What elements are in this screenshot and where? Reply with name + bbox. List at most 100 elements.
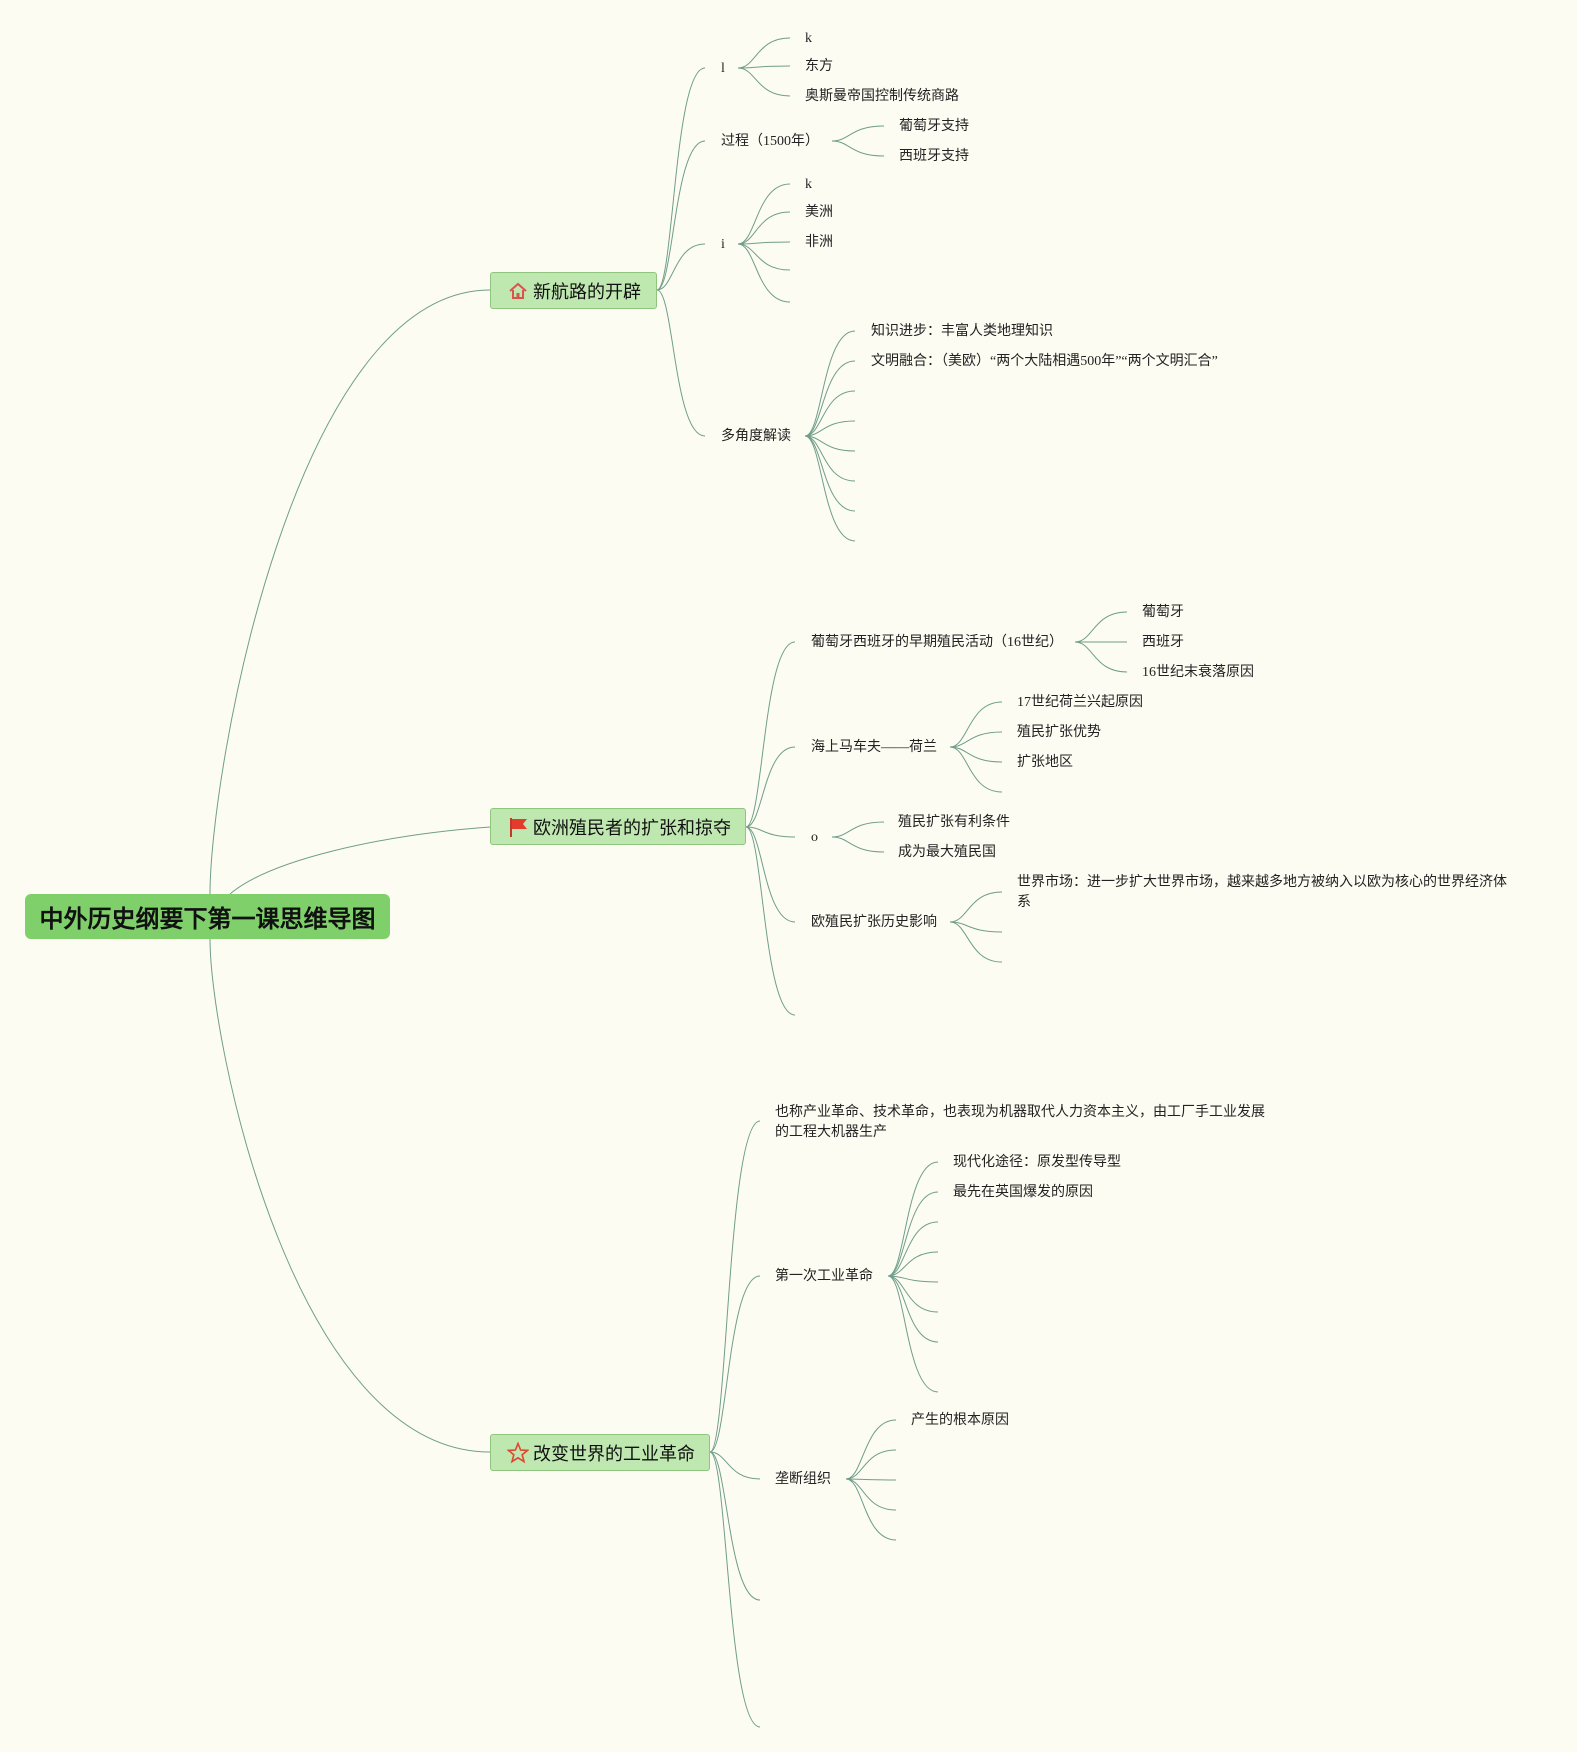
- branch-new-sea-routes[interactable]: 新航路的开辟: [490, 272, 657, 309]
- topic-largest[interactable]: 成为最大殖民国: [898, 845, 996, 860]
- branch1-line: [656, 140, 706, 291]
- topic-o[interactable]: o: [811, 830, 818, 845]
- topic-regions[interactable]: 扩张地区: [1017, 755, 1073, 770]
- house-icon: [507, 280, 529, 302]
- sub-line: [887, 1275, 939, 1343]
- topic-americas[interactable]: 美洲: [805, 205, 833, 220]
- sub-line: [949, 731, 1003, 748]
- topic-decline-causes[interactable]: 16世纪末衰落原因: [1142, 665, 1254, 680]
- sub-line: [1074, 641, 1128, 673]
- branch-label: 新航路的开辟: [533, 281, 641, 303]
- branch1-line: [656, 243, 706, 291]
- flag-icon: [507, 816, 529, 838]
- topic-spain-support[interactable]: 西班牙支持: [899, 149, 969, 164]
- topic-dutch-rise[interactable]: 17世纪荷兰兴起原因: [1017, 695, 1143, 710]
- topic-process[interactable]: 过程（1500年）: [721, 134, 819, 149]
- sub-line: [887, 1251, 939, 1277]
- branch2-line: [745, 641, 796, 828]
- sub-line: [737, 211, 791, 245]
- root-topic[interactable]: 中外历史纲要下第一课思维导图: [25, 894, 390, 939]
- topic-africa[interactable]: 非洲: [805, 235, 833, 250]
- topic-favorable[interactable]: 殖民扩张有利条件: [898, 815, 1010, 830]
- sub-line: [804, 330, 856, 437]
- sub-line: [887, 1275, 939, 1313]
- sub-line: [949, 921, 1003, 933]
- branch-industrial-revolution[interactable]: 改变世界的工业革命: [490, 1434, 710, 1471]
- topic-dutch[interactable]: 海上马车夫——荷兰: [811, 740, 937, 755]
- sub-line: [887, 1161, 939, 1277]
- topic-k[interactable]: k: [805, 31, 812, 46]
- sub-line: [949, 746, 1003, 763]
- sub-line: [831, 140, 885, 157]
- sub-line: [949, 921, 1003, 963]
- sub-line: [737, 67, 791, 97]
- topic-spain[interactable]: 西班牙: [1142, 635, 1184, 650]
- topic-ottoman[interactable]: 奥斯曼帝国控制传统商路: [805, 89, 959, 104]
- sub-line: [804, 390, 856, 437]
- topic-knowledge[interactable]: 知识进步：丰富人类地理知识: [871, 324, 1053, 339]
- sub-line: [887, 1275, 939, 1393]
- sub-line: [737, 243, 791, 303]
- topic-multi-angle[interactable]: 多角度解读: [721, 429, 791, 444]
- branch1-line: [656, 67, 706, 291]
- topic-k2[interactable]: k: [805, 177, 812, 192]
- sub-line: [949, 746, 1003, 793]
- topic-civilization[interactable]: 文明融合：（美欧）“两个大陆相遇500年”“两个文明汇合”: [871, 354, 1218, 369]
- topic-modernization[interactable]: 现代化途径：原发型传导型: [953, 1155, 1121, 1170]
- sub-line: [949, 891, 1003, 923]
- topic-britain-causes[interactable]: 最先在英国爆发的原因: [953, 1185, 1093, 1200]
- sub-line: [887, 1221, 939, 1277]
- sub-line: [737, 241, 791, 245]
- topic-first-industrial[interactable]: 第一次工业革命: [775, 1269, 873, 1284]
- branch3-line: [709, 1275, 761, 1453]
- sub-line: [804, 435, 856, 452]
- branch3-line: [709, 1451, 761, 1728]
- root-to-branch1-line: [209, 289, 491, 895]
- branch3-line: [709, 1451, 761, 1601]
- branch2-line: [745, 826, 796, 923]
- branch2-line: [745, 826, 796, 1016]
- sub-line: [804, 435, 856, 482]
- sub-line: [804, 435, 856, 542]
- sub-line: [949, 701, 1003, 748]
- topic-advantage[interactable]: 殖民扩张优势: [1017, 725, 1101, 740]
- sub-line: [845, 1449, 897, 1480]
- branch-colonial-expansion[interactable]: 欧洲殖民者的扩张和掠夺: [490, 808, 746, 845]
- topic-root-cause[interactable]: 产生的根本原因: [911, 1413, 1009, 1428]
- topic-monopoly[interactable]: 垄断组织: [775, 1472, 831, 1487]
- sub-line: [831, 821, 885, 838]
- branch-label: 改变世界的工业革命: [533, 1443, 695, 1465]
- sub-line: [804, 435, 856, 512]
- topic-l[interactable]: l: [721, 61, 725, 76]
- branch3-line: [709, 1120, 761, 1453]
- branch2-line: [745, 826, 796, 838]
- branch3-line: [709, 1451, 761, 1480]
- root-topic-label: 中外历史纲要下第一课思维导图: [39, 905, 376, 933]
- sub-line: [804, 420, 856, 437]
- branch-label: 欧洲殖民者的扩张和掠夺: [533, 817, 731, 839]
- sub-line: [831, 836, 885, 853]
- star-icon: [507, 1441, 529, 1464]
- sub-line: [737, 37, 791, 69]
- sub-line: [737, 65, 791, 69]
- topic-portugal-support[interactable]: 葡萄牙支持: [899, 119, 969, 134]
- sub-line: [737, 183, 791, 245]
- topic-early-colonial[interactable]: 葡萄牙西班牙的早期殖民活动（16世纪）: [811, 635, 1063, 650]
- branch1-line: [656, 289, 706, 437]
- sub-line: [845, 1478, 897, 1481]
- topic-i[interactable]: i: [721, 237, 725, 252]
- sub-line: [845, 1419, 897, 1480]
- sub-line: [804, 360, 856, 437]
- topic-world-market[interactable]: 世界市场：进一步扩大世界市场，越来越多地方被纳入以欧为核心的世界经济体系: [1017, 875, 1507, 910]
- root-to-branch2-line: [229, 826, 491, 895]
- topic-portugal[interactable]: 葡萄牙: [1142, 605, 1184, 620]
- topic-east[interactable]: 东方: [805, 59, 833, 74]
- sub-line: [845, 1478, 897, 1541]
- sub-line: [831, 125, 885, 142]
- sub-line: [1074, 611, 1128, 643]
- sub-line: [887, 1191, 939, 1277]
- topic-definition[interactable]: 也称产业革命、技术革命，也表现为机器取代人力资本主义，由工厂手工业发展的工程大机…: [775, 1105, 1265, 1140]
- topic-impact[interactable]: 欧殖民扩张历史影响: [811, 915, 937, 930]
- branch2-line: [745, 746, 796, 828]
